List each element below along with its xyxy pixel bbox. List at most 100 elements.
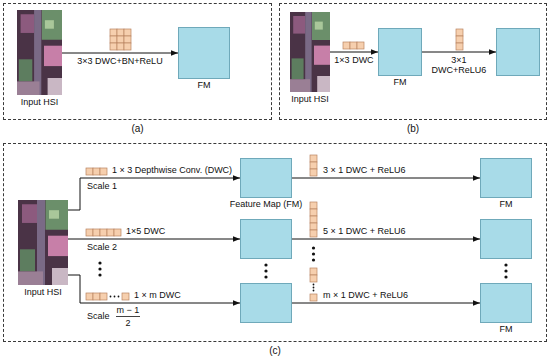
operation-label: 1 × m DWC <box>133 290 182 300</box>
kernel-cell <box>310 169 317 176</box>
arrow-connector <box>292 178 480 179</box>
image-patch <box>20 249 35 271</box>
feature-map-box <box>240 219 292 259</box>
image-patch <box>17 10 62 95</box>
kernel-cell <box>107 229 114 236</box>
operation-label: 3×1 DWC+ReLU6 <box>425 55 493 76</box>
arrow-connector <box>422 52 496 53</box>
kernel-cell <box>100 229 107 236</box>
image-caption: Input HSI <box>291 95 329 105</box>
kernel-cell <box>110 43 117 50</box>
feature-map-box: Feature Map (FM) <box>240 158 292 198</box>
operation-label: 3×3 DWC+BN+ReLU <box>76 56 163 66</box>
image-patch <box>48 236 68 256</box>
box-caption: FM <box>500 200 513 210</box>
ellipsis-dot <box>98 261 101 264</box>
kernel-cell <box>124 29 131 36</box>
kernel-cell <box>310 202 317 209</box>
ellipsis-dot <box>312 246 315 249</box>
kernel-cell <box>100 293 107 300</box>
operation-label: 1×5 DWC <box>125 226 166 236</box>
box-caption: FM <box>500 325 513 335</box>
operation-label: m × 1 DWC + ReLU6 <box>322 290 409 300</box>
kernel-cell <box>310 209 317 216</box>
dashed-panel: (c)Input HSIFeature Map (FM)FMFM <box>3 143 547 342</box>
image-patch <box>19 59 33 81</box>
box-caption: FM <box>394 78 407 88</box>
arrow-connector <box>292 303 480 304</box>
kernel-dot <box>313 284 315 286</box>
kernel-cell <box>86 229 93 236</box>
feature-map-box: FM <box>378 28 422 76</box>
ellipsis-dot <box>264 269 267 272</box>
kernel-cell <box>124 36 131 43</box>
image-patch <box>45 20 54 29</box>
image-patch <box>49 210 59 219</box>
hsi-illustration <box>18 200 68 285</box>
scale-label: Scale 2 <box>86 242 118 252</box>
operation-label: 1×3 DWC <box>333 55 374 65</box>
image-patch <box>312 12 330 40</box>
ellipsis-dot <box>312 258 315 261</box>
hsi-illustration <box>290 12 330 92</box>
kernel-dot <box>313 290 315 292</box>
arrow-connector <box>292 239 480 240</box>
ellipsis-dot <box>312 252 315 255</box>
ellipsis-dot <box>98 273 101 276</box>
arrow-connector <box>330 52 378 53</box>
image-patch <box>21 14 34 33</box>
hsi-image: Input HSI <box>290 12 330 92</box>
fraction-bar <box>116 316 140 317</box>
box-caption: Feature Map (FM) <box>230 200 303 210</box>
kernel-cell <box>357 42 364 49</box>
kernel-dot <box>110 296 112 298</box>
ellipsis-dot <box>98 267 101 270</box>
ellipsis-dot <box>504 269 507 272</box>
kernel-cell <box>310 223 317 230</box>
arrow-connector <box>68 275 240 303</box>
kernel-cell <box>93 168 100 175</box>
ellipsis-dot <box>264 275 267 278</box>
kernel-dot <box>118 296 120 298</box>
image-patch <box>18 200 68 285</box>
image-patch <box>314 46 330 65</box>
kernel-cell <box>110 36 117 43</box>
image-patch <box>290 12 330 92</box>
kernel-cell <box>310 155 317 162</box>
kernel-cell <box>86 293 93 300</box>
kernel-cell <box>310 275 317 282</box>
kernel-dot <box>313 287 315 289</box>
kernel-cell <box>100 168 107 175</box>
kernel-cell <box>310 230 317 237</box>
arrow-connector <box>68 239 240 240</box>
kernel-cell <box>86 168 93 175</box>
image-patch <box>18 271 43 285</box>
image-patch <box>46 200 69 230</box>
feature-map-box: FM <box>178 27 230 79</box>
panel-caption: (a) <box>131 123 143 134</box>
kernel-cell <box>456 36 463 43</box>
panel-caption: (b) <box>407 123 419 134</box>
kernel-cell <box>310 216 317 223</box>
kernel-dot <box>114 296 116 298</box>
image-patch <box>317 76 330 92</box>
scale-label: Scale 1 <box>86 181 118 191</box>
kernel-cell <box>124 43 131 50</box>
kernel-cell <box>117 43 124 50</box>
image-caption: Input HSI <box>24 288 62 298</box>
kernel-cell <box>114 229 121 236</box>
kernel-cell <box>110 29 117 36</box>
kernel-cell <box>310 294 317 301</box>
ellipsis-dot <box>504 263 507 266</box>
dashed-panel: (b)Input HSIFM <box>279 3 547 120</box>
kernel-cell <box>456 29 463 36</box>
arrow-connector <box>62 53 178 54</box>
kernel-cell <box>117 36 124 43</box>
scale-label: 2 <box>124 318 131 328</box>
image-patch <box>44 46 62 66</box>
scale-label: Scale <box>86 311 111 321</box>
feature-map-box <box>480 219 532 259</box>
kernel-cell <box>93 229 100 236</box>
